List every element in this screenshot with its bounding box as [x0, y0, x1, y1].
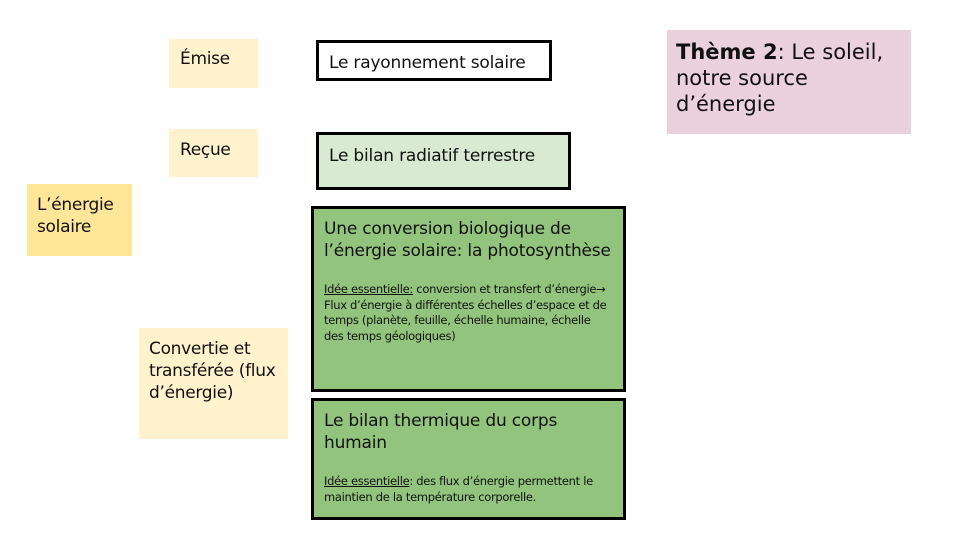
topic-photosynthesis-box: Une conversion biologique de l’énergie s… — [311, 206, 626, 392]
topic-thermal-balance-title: Le bilan thermique du corps humain — [324, 411, 558, 453]
topic-solar-radiation-box: Le rayonnement solaire — [316, 40, 552, 81]
state-emitted-box: Émise — [169, 39, 258, 88]
theme-title: : Le soleil, notre source d’énergie — [676, 40, 884, 116]
topic-thermal-balance-idea: Idée essentielle: des flux d’énergie per… — [324, 474, 613, 505]
theme-title-box: Thème 2: Le soleil, notre source d’énerg… — [667, 30, 911, 134]
theme-number: Thème 2 — [676, 40, 778, 64]
state-converted-label: Convertie et transférée (flux d’énergie) — [149, 339, 276, 403]
state-emitted-label: Émise — [180, 49, 230, 69]
topic-photosynthesis-title: Une conversion biologique de l’énergie s… — [324, 219, 611, 261]
topic-thermal-balance-box: Le bilan thermique du corps humain Idée … — [311, 398, 626, 520]
state-received-box: Reçue — [169, 129, 258, 177]
idea-label: Idée essentielle — [324, 474, 410, 488]
topic-radiative-balance-box: Le bilan radiatif terrestre — [316, 132, 571, 190]
root-energy-label: L’énergie solaire — [37, 195, 114, 237]
state-received-label: Reçue — [180, 140, 231, 160]
state-converted-box: Convertie et transférée (flux d’énergie) — [139, 328, 288, 439]
idea-text: conversion et transfert d’énergie→ Flux … — [324, 282, 607, 343]
root-energy-box: L’énergie solaire — [27, 184, 132, 256]
topic-photosynthesis-idea: Idée essentielle: conversion et transfer… — [324, 282, 613, 344]
topic-radiative-balance-title: Le bilan radiatif terrestre — [329, 146, 536, 166]
idea-text: : des flux d’énergie permettent le maint… — [324, 474, 593, 504]
idea-label: Idée essentielle: — [324, 282, 413, 296]
topic-solar-radiation-title: Le rayonnement solaire — [329, 53, 526, 73]
